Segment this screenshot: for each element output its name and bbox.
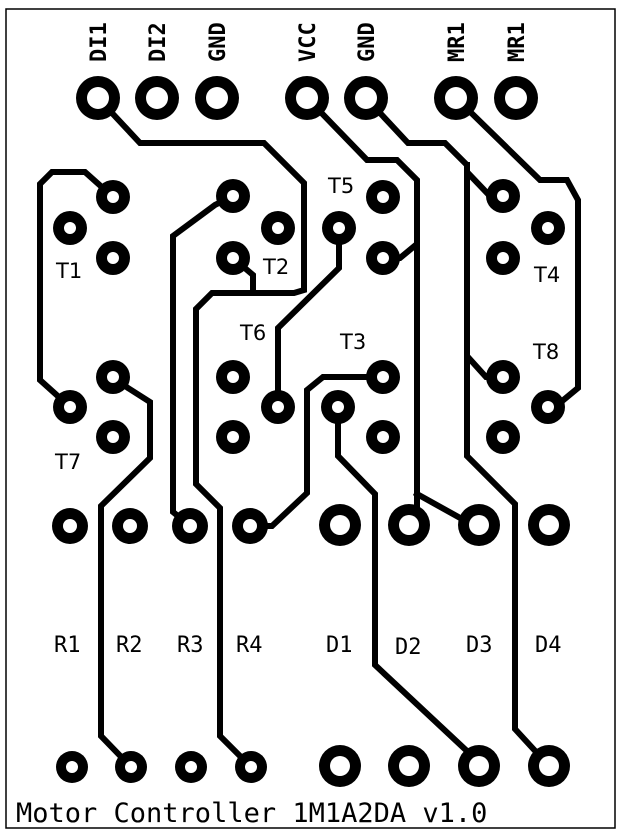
transistor-pad — [486, 360, 520, 394]
transistor-pad — [216, 360, 250, 394]
trace — [464, 353, 554, 771]
transistor-label: T4 — [533, 263, 560, 287]
component-pad — [52, 508, 88, 544]
trace — [98, 372, 153, 772]
component-pad — [528, 504, 570, 546]
transistor-pad — [216, 241, 250, 275]
transistor-pad — [486, 420, 520, 454]
part-label: R3 — [177, 633, 204, 658]
header-pad — [195, 76, 239, 120]
component-pad — [319, 745, 361, 787]
transistor-pad — [53, 211, 87, 245]
trace — [405, 241, 420, 529]
component-pad — [458, 504, 500, 546]
component-pad — [175, 751, 207, 783]
transistor-label: T5 — [327, 174, 354, 198]
header-pin-label: MR1 — [505, 22, 530, 62]
header-pad — [344, 76, 388, 120]
part-label: R1 — [54, 633, 81, 658]
header-pin-label: GND — [206, 22, 231, 62]
transistor-label: T3 — [339, 330, 366, 354]
component-pad — [112, 508, 148, 544]
trace — [275, 225, 342, 410]
transistor-pad — [261, 390, 295, 424]
part-label: R2 — [116, 633, 143, 658]
transistor-pad — [486, 241, 520, 275]
transistor-pad — [486, 179, 520, 213]
transistor-pad — [96, 420, 130, 454]
transistor-pad — [96, 180, 130, 214]
trace — [37, 169, 118, 412]
header-pin-label: DI2 — [146, 22, 171, 62]
transistor-pad — [216, 179, 250, 213]
transistor-pad — [366, 360, 400, 394]
part-label: D2 — [395, 635, 422, 660]
header-pad — [494, 76, 538, 120]
copper-pads — [52, 76, 570, 787]
transistor-pad — [261, 211, 295, 245]
header-pin-label: MR1 — [445, 22, 470, 62]
transistor-pad — [322, 211, 356, 245]
header-pad — [434, 76, 478, 120]
transistor-label: T2 — [262, 255, 289, 279]
transistor-label: T6 — [239, 321, 266, 345]
part-label: D3 — [466, 633, 493, 658]
board-outline — [5, 8, 616, 829]
transistor-pad — [321, 390, 355, 424]
part-label: D1 — [326, 633, 353, 658]
component-pad — [235, 751, 267, 783]
header-pin-label: DI1 — [87, 22, 112, 62]
transistor-pad — [216, 420, 250, 454]
component-pad — [458, 745, 500, 787]
header-pin-label: GND — [355, 22, 380, 62]
transistor-pad — [531, 211, 565, 245]
transistor-pad — [366, 180, 400, 214]
transistor-label: T7 — [54, 450, 81, 474]
transistor-label: T1 — [55, 259, 82, 283]
header-pin-label: VCC — [296, 22, 321, 62]
header-pad — [135, 76, 179, 120]
component-pad — [528, 745, 570, 787]
component-pad — [232, 508, 268, 544]
component-pad — [388, 504, 430, 546]
component-pad — [172, 508, 208, 544]
header-pad — [76, 76, 120, 120]
part-label: R4 — [236, 633, 263, 658]
component-pad — [56, 751, 88, 783]
trace — [247, 374, 386, 529]
transistor-pad — [366, 241, 400, 275]
trace — [335, 404, 484, 771]
transistor-label: T8 — [532, 340, 559, 364]
component-pad — [388, 745, 430, 787]
component-pad — [319, 504, 361, 546]
transistor-pad — [366, 420, 400, 454]
transistor-pad — [53, 390, 87, 424]
transistor-pad — [531, 390, 565, 424]
component-pad — [115, 751, 147, 783]
header-pad — [285, 76, 329, 120]
transistor-pad — [96, 360, 130, 394]
transistor-pad — [96, 241, 130, 275]
board-title: Motor Controller 1M1A2DA v1.0 — [16, 798, 487, 829]
part-label: D4 — [535, 633, 562, 658]
